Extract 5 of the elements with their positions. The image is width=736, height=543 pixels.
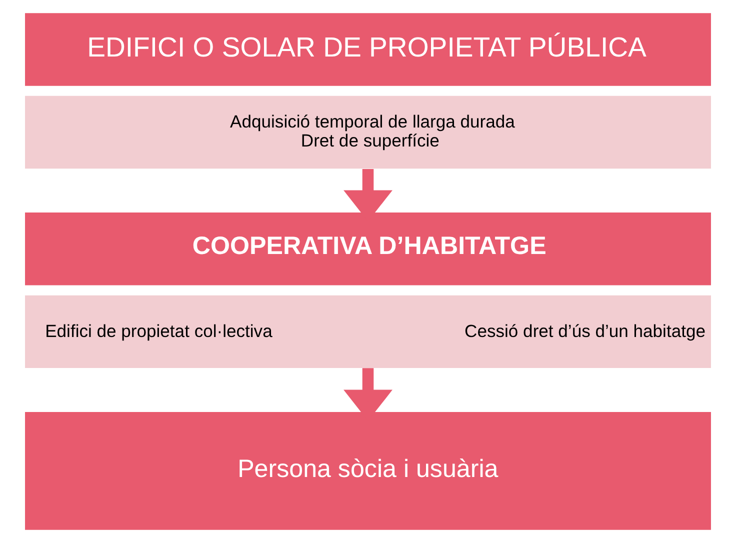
- node-box: Adquisició temporal de llarga durada Dret de superfície: [25, 96, 711, 169]
- node-box: COOPERATIVA D’HABITATGE: [25, 212, 711, 286]
- node-box: Persona sòcia i usuària: [25, 412, 711, 530]
- node-box: EDIFICI O SOLAR DE PROPIETAT PÚBLICA: [25, 13, 711, 86]
- node-box: Edifici de propietat col·lectiva Cessió dret d’ús d’un habitatge: [25, 295, 711, 368]
